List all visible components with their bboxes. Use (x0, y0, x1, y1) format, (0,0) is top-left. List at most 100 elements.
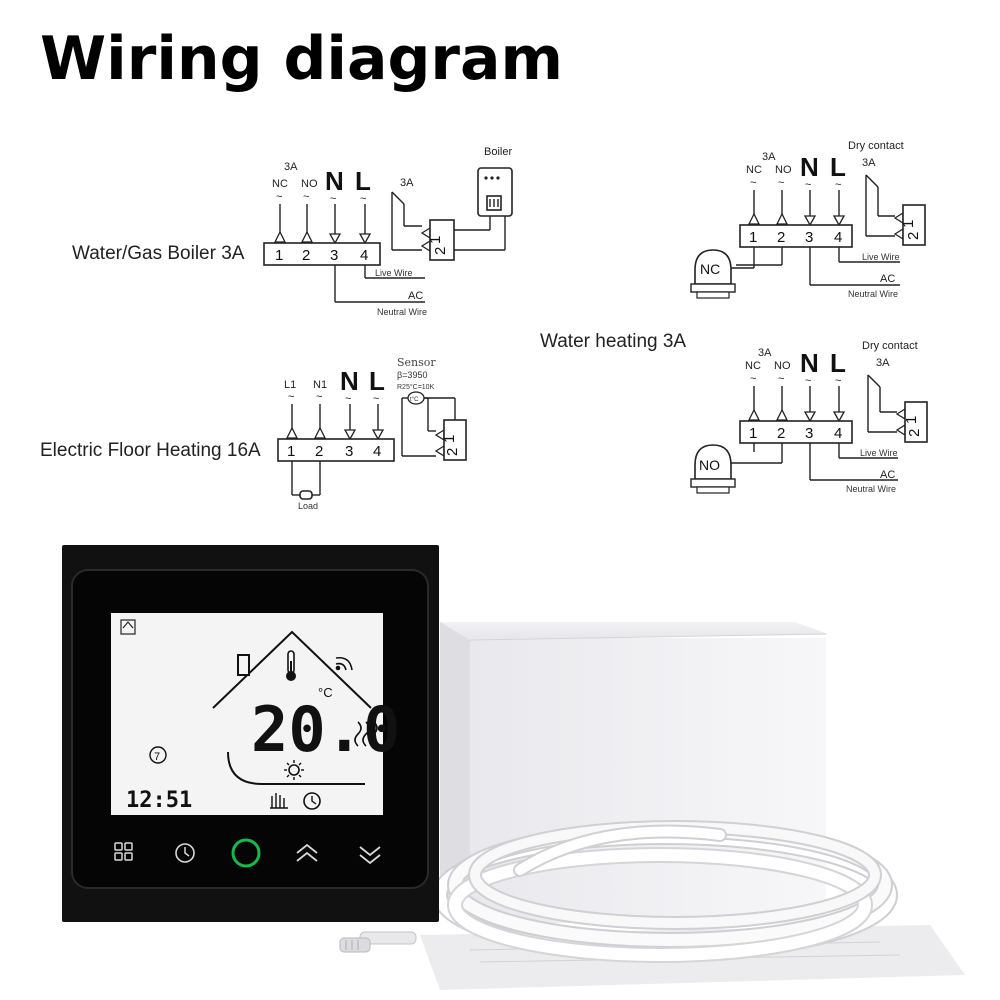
boiler-terminal-2: 2 (302, 247, 310, 264)
boiler-terminal-1: 1 (275, 247, 283, 264)
house-outline-icon (212, 630, 372, 709)
no-ac: AC (880, 469, 895, 481)
nc-dry-contact: Dry contact (848, 140, 904, 152)
home-mode-icon (120, 619, 136, 635)
svg-text:~: ~ (345, 393, 351, 405)
boiler-no-label: NO (301, 178, 318, 190)
nc-diagram-n: N (800, 152, 819, 182)
manual-hand-icon (270, 793, 288, 809)
page-title: Wiring diagram (40, 24, 564, 94)
no-neutral-wire: Neutral Wire (846, 484, 896, 494)
nc-terminal-2: 2 (777, 229, 785, 246)
water-heating-nc-diagram: 3A NC NO N L ~~ ~~ 1 2 3 4 Live Wire AC … (690, 140, 926, 299)
boiler-relay-terminal-1: 1 (427, 236, 444, 244)
nc-live-wire: Live Wire (862, 252, 900, 262)
product-photo: 20.0 °C 7 12:51 (62, 545, 965, 990)
no-relay-terminal-2: 2 (906, 429, 923, 437)
boiler-nc-label: NC (272, 178, 288, 190)
lcd-temperature: 20.0 (251, 693, 400, 766)
nc-neutral-wire: Neutral Wire (848, 289, 898, 299)
boiler-terminal-4: 4 (360, 247, 368, 264)
no-relay-terminal-1: 1 (903, 416, 920, 424)
nc-diagram-l: L (830, 152, 846, 182)
svg-text:~: ~ (360, 193, 366, 205)
svg-text:7: 7 (154, 751, 160, 763)
svg-text:~: ~ (373, 393, 379, 405)
svg-text:~: ~ (835, 179, 841, 191)
svg-text:~: ~ (303, 191, 309, 203)
svg-text:~: ~ (805, 375, 811, 387)
sensor-terminal-2: 2 (444, 448, 461, 456)
power-button[interactable] (231, 838, 261, 868)
sensor-cable-coil (432, 820, 898, 963)
no-dry-contact: Dry contact (862, 340, 918, 352)
lcd-unit: °C (318, 685, 333, 700)
clock-schedule-icon (303, 792, 321, 810)
boiler-label: Boiler (484, 146, 512, 158)
svg-text:~: ~ (835, 375, 841, 387)
svg-text:~: ~ (805, 179, 811, 191)
sensor-label: Sensor (397, 356, 436, 369)
no-valve-label: NO (699, 457, 720, 473)
floor-terminal-1: 1 (287, 443, 295, 460)
load-symbol (299, 490, 313, 500)
boiler-relay-terminal-2: 2 (432, 247, 449, 255)
no-diagram-n: N (800, 348, 819, 378)
nc-valve-actuator: NC (690, 249, 736, 299)
nc-diagram-3a: 3A (762, 151, 776, 163)
floor-n1-label: N1 (313, 379, 327, 391)
svg-text:~: ~ (288, 391, 294, 403)
no-diagram-l: L (830, 348, 846, 378)
heating-waves-icon (354, 721, 378, 747)
no-diagram-nc: NC (745, 360, 761, 372)
nc-terminal-4: 4 (834, 229, 842, 246)
up-button[interactable] (296, 843, 318, 862)
floor-terminal-4: 4 (373, 443, 381, 460)
sensor-beta: β=3950 (397, 370, 427, 380)
sun-icon (284, 760, 304, 780)
svg-text:~: ~ (750, 177, 756, 189)
sensor-terminal-1: 1 (441, 435, 458, 443)
nc-ac: AC (880, 273, 895, 285)
boiler-live-wire: Live Wire (375, 268, 413, 278)
thermometer-icon (286, 650, 296, 681)
no-terminal-3: 3 (805, 425, 813, 442)
boiler-3a-label: 3A (284, 161, 298, 173)
svg-text:~: ~ (276, 191, 282, 203)
boiler-relay-3a: 3A (400, 177, 414, 189)
nc-valve-label: NC (700, 261, 720, 277)
boiler-n-label: N (325, 166, 344, 196)
floor-terminal-3: 3 (345, 443, 353, 460)
caption-boiler: Water/Gas Boiler 3A (72, 243, 245, 264)
nc-relay-terminal-1: 1 (900, 220, 917, 228)
caption-floor-heating: Electric Floor Heating 16A (40, 440, 261, 461)
no-diagram-no: NO (774, 360, 791, 372)
no-terminal-1: 1 (749, 425, 757, 442)
boiler-terminal-3: 3 (330, 247, 338, 264)
boiler-ac: AC (408, 290, 423, 302)
nc-terminal-3: 3 (805, 229, 813, 246)
sensor-tc: t°C (410, 397, 419, 403)
caption-water-heating: Water heating 3A (540, 331, 687, 352)
svg-text:~: ~ (778, 373, 784, 385)
down-button[interactable] (359, 846, 381, 865)
screw-anchors (339, 931, 417, 953)
sensor-r25: R25°C=10K (397, 383, 435, 391)
floor-l-label: L (369, 366, 385, 396)
nc-diagram-nc: NC (746, 164, 762, 176)
boiler-l-label: L (355, 166, 371, 196)
nc-relay-terminal-2: 2 (905, 232, 922, 240)
wiring-diagrams: 3A NC NO N L ~~ ~~ 1 2 3 4 Live Wire AC … (263, 140, 928, 511)
nc-relay-3a: 3A (862, 157, 876, 169)
nc-diagram-no: NO (775, 164, 792, 176)
no-live-wire: Live Wire (860, 448, 898, 458)
thermostat-device: 20.0 °C 7 12:51 (62, 545, 439, 922)
nc-terminal-1: 1 (749, 229, 757, 246)
floor-load-label: Load (298, 501, 318, 511)
menu-button[interactable] (114, 842, 133, 861)
no-terminal-4: 4 (834, 425, 842, 442)
clock-button[interactable] (175, 843, 195, 863)
no-relay-3a: 3A (876, 357, 890, 369)
svg-text:~: ~ (316, 391, 322, 403)
no-terminal-2: 2 (777, 425, 785, 442)
